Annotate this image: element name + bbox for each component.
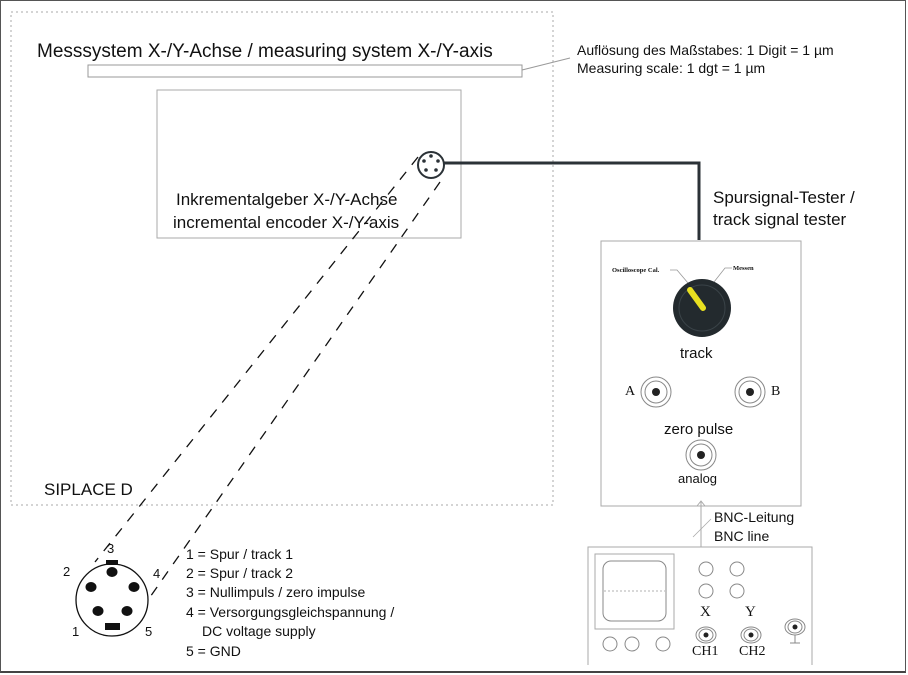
- pin-number-3: 3: [107, 541, 114, 556]
- pin-number-2: 2: [63, 564, 70, 579]
- track-selector-knob[interactable]: [673, 279, 731, 337]
- bnc-cable-label-de: BNC-Leitung: [714, 509, 794, 525]
- measuring-system-title: Messsystem X-/Y-Achse / measuring system…: [37, 41, 493, 62]
- pin-number-1: 1: [72, 624, 79, 639]
- machine-label: SIPLACE D: [44, 480, 133, 499]
- oscilloscope-knob-2[interactable]: [729, 561, 745, 577]
- oscilloscope-button-1[interactable]: [602, 636, 618, 652]
- pin-number-5: 5: [145, 624, 152, 639]
- pin-legend-4-continued: DC voltage supply: [202, 623, 316, 639]
- pin-legend-5: 5 = GND: [186, 643, 241, 659]
- pin-legend-4: 4 = Versorgungsgleichspannung /: [186, 604, 394, 620]
- incremental-encoder-box: [156, 89, 462, 239]
- zero-pulse-label: zero pulse: [664, 421, 733, 438]
- connector-pin-2: [85, 582, 97, 592]
- ch1-label: CH1: [692, 644, 718, 659]
- socket-a-bnc[interactable]: [640, 376, 672, 408]
- pin-number-4: 4: [153, 566, 160, 581]
- knob-label-track: track: [680, 345, 713, 362]
- scale-measuring-note: Measuring scale: 1 dgt = 1 µm: [577, 60, 765, 76]
- knob-label-oscilloscope-cal: Oscilloscope Cal.: [612, 267, 660, 274]
- scale-note-leader: [521, 57, 571, 71]
- bnc-leader: [692, 518, 712, 538]
- connector-pin-3: [106, 567, 118, 577]
- oscilloscope-button-2[interactable]: [624, 636, 640, 652]
- oscilloscope-knob-4[interactable]: [729, 583, 745, 599]
- encoder-label-de: Inkrementalgeber X-/Y-Achse: [176, 190, 397, 209]
- tester-title-de: Spursignal-Tester /: [713, 188, 855, 207]
- knob-label-messen: Messen: [733, 265, 754, 272]
- connector-pin-5: [121, 606, 133, 616]
- connector-pin-1: [92, 606, 104, 616]
- oscilloscope-x-label: X: [700, 604, 711, 620]
- oscilloscope-knob-3[interactable]: [698, 583, 714, 599]
- ch2-bnc-socket[interactable]: [740, 626, 762, 644]
- measuring-scale-bar: [87, 64, 523, 78]
- pin-legend-1: 1 = Spur / track 1: [186, 546, 293, 562]
- oscilloscope-screen: [602, 560, 667, 622]
- 5-pin-connector-icon: [417, 151, 445, 179]
- siplace-d-round-connector: [75, 560, 149, 637]
- scale-resolution-note: Auflösung des Maßstabes: 1 Digit = 1 µm: [577, 42, 834, 58]
- connector-pin-4: [128, 582, 140, 592]
- oscilloscope-y-label: Y: [745, 604, 756, 620]
- analog-label: analog: [678, 471, 717, 486]
- oscilloscope-button-3[interactable]: [655, 636, 671, 652]
- knob-pointer: [687, 287, 706, 311]
- ch1-bnc-socket[interactable]: [695, 626, 717, 644]
- ground-socket-icon[interactable]: [784, 618, 806, 644]
- ch2-label: CH2: [739, 644, 765, 659]
- pin-legend-3: 3 = Nullimpuls / zero impulse: [186, 584, 366, 600]
- connector-key-top: [106, 560, 118, 565]
- oscilloscope-knob-1[interactable]: [698, 561, 714, 577]
- encoder-cable: [444, 161, 701, 240]
- connector-key-bottom: [105, 623, 120, 630]
- socket-b-label: B: [771, 384, 780, 399]
- knob-leader-left: [670, 269, 689, 284]
- socket-a-label: A: [625, 384, 636, 399]
- pin-legend-2: 2 = Spur / track 2: [186, 565, 293, 581]
- tester-title-en: track signal tester: [713, 210, 847, 229]
- measuring-system-region: [10, 11, 554, 506]
- analog-socket-bnc[interactable]: [685, 439, 717, 471]
- socket-b-bnc[interactable]: [734, 376, 766, 408]
- bnc-cable-label-en: BNC line: [714, 528, 769, 544]
- knob-leader-right: [713, 267, 732, 283]
- encoder-label-en: incremental encoder X-/Y-axis: [173, 213, 399, 232]
- dashed-signal-line-right: [147, 181, 441, 601]
